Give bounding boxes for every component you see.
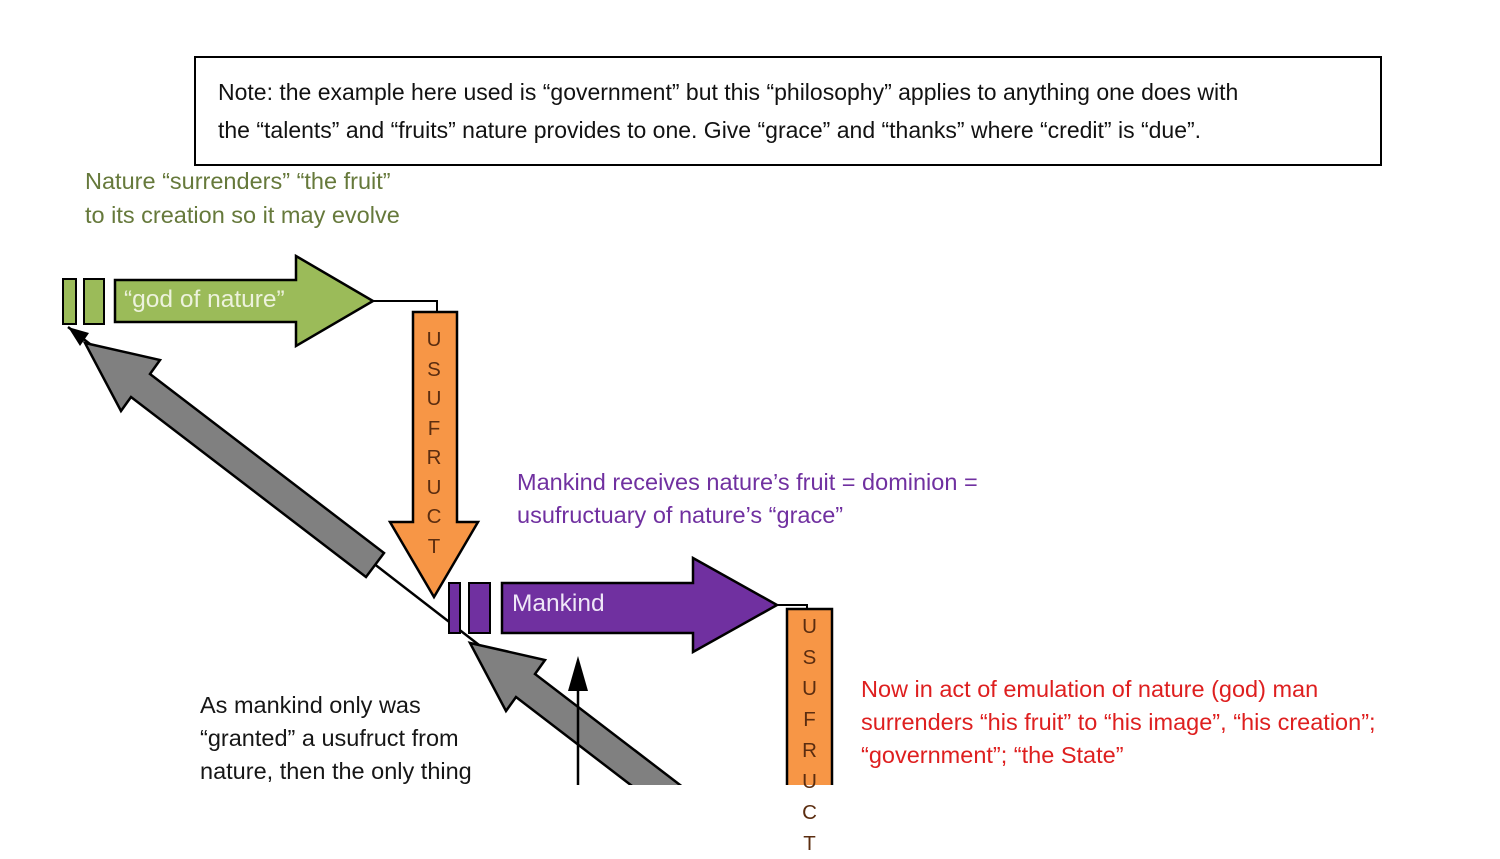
usufruct-letter: R	[426, 446, 442, 469]
annotation-line: nature, then the only thing	[200, 758, 472, 784]
thin-up-arrowhead-icon	[568, 656, 588, 691]
annotation-nature-surrenders: Nature “surrenders” “the fruit” to its c…	[85, 164, 400, 232]
usufruct-letter: U	[802, 677, 817, 700]
usufruct-letter: F	[803, 708, 816, 731]
diagram-canvas: { "note": { "lines": [ "Note: the exampl…	[62, 56, 1382, 855]
usufruct-down-arrow-2	[785, 607, 834, 785]
annotation-line: to its creation so it may evolve	[85, 202, 400, 228]
thin-return-arrowhead-icon	[68, 327, 89, 346]
usufruct-label-2: U S U F R U C T	[787, 611, 832, 859]
connector-god-to-usufruct	[373, 300, 438, 312]
usufruct-letter: S	[802, 646, 817, 669]
mankind-label: Mankind	[512, 590, 605, 617]
annotation-man-emulation: Now in act of emulation of nature (god) …	[861, 673, 1376, 772]
usufruct-letter: R	[802, 739, 817, 762]
usufruct-letter: C	[802, 801, 817, 824]
gray-return-arrow-1	[82, 341, 386, 579]
usufruct-letter: F	[427, 416, 441, 440]
purple-bar-small	[448, 582, 461, 634]
note-line: the “talents” and “fruits” nature provid…	[218, 117, 1202, 143]
usufruct-label-1: U S U F R U C T	[412, 325, 456, 561]
annotation-line: As mankind only was	[200, 692, 421, 718]
god-of-nature-arrow	[113, 253, 376, 349]
annotation-line: “granted” a usufruct from	[200, 725, 459, 751]
usufruct-letter: U	[426, 475, 442, 499]
annotation-line: surrenders “his fruit” to “his image”, “…	[861, 709, 1376, 735]
annotation-line: usufructuary of nature’s “grace”	[517, 502, 844, 528]
usufruct-down-arrow-1	[387, 310, 481, 600]
annotation-line: “government”; “the State”	[861, 742, 1124, 768]
annotation-line: Nature “surrenders” “the fruit”	[85, 168, 391, 194]
diagram-shape-layer	[62, 253, 834, 785]
annotation-mankind-granted: As mankind only was “granted” a usufruct…	[200, 689, 472, 788]
usufruct-letter: C	[426, 505, 442, 528]
annotation-line: Now in act of emulation of nature (god) …	[861, 676, 1319, 702]
note-line: Note: the example here used is “governme…	[218, 79, 1239, 105]
usufruct-letter: S	[427, 357, 441, 381]
god-of-nature-label: “god of nature”	[124, 286, 285, 313]
note-box: Note: the example here used is “governme…	[194, 56, 1382, 166]
usufruct-letter: T	[427, 534, 441, 558]
green-bar-small	[62, 278, 77, 325]
usufruct-letter: U	[802, 615, 817, 638]
usufruct-letter: T	[803, 832, 816, 855]
gray-return-arrow-2	[467, 641, 683, 785]
usufruct-letter: U	[426, 328, 442, 351]
connector-mankind-to-usufruct	[777, 604, 808, 609]
annotation-mankind-receives: Mankind receives nature’s fruit = domini…	[517, 466, 978, 532]
mankind-arrow	[500, 555, 780, 655]
purple-bar-large	[468, 582, 491, 634]
usufruct-letter: U	[426, 387, 442, 410]
green-bar-large	[83, 278, 105, 325]
annotation-line: Mankind receives nature’s fruit = domini…	[517, 469, 978, 495]
thin-up-arrow	[568, 656, 588, 785]
usufruct-letter: U	[802, 770, 817, 793]
